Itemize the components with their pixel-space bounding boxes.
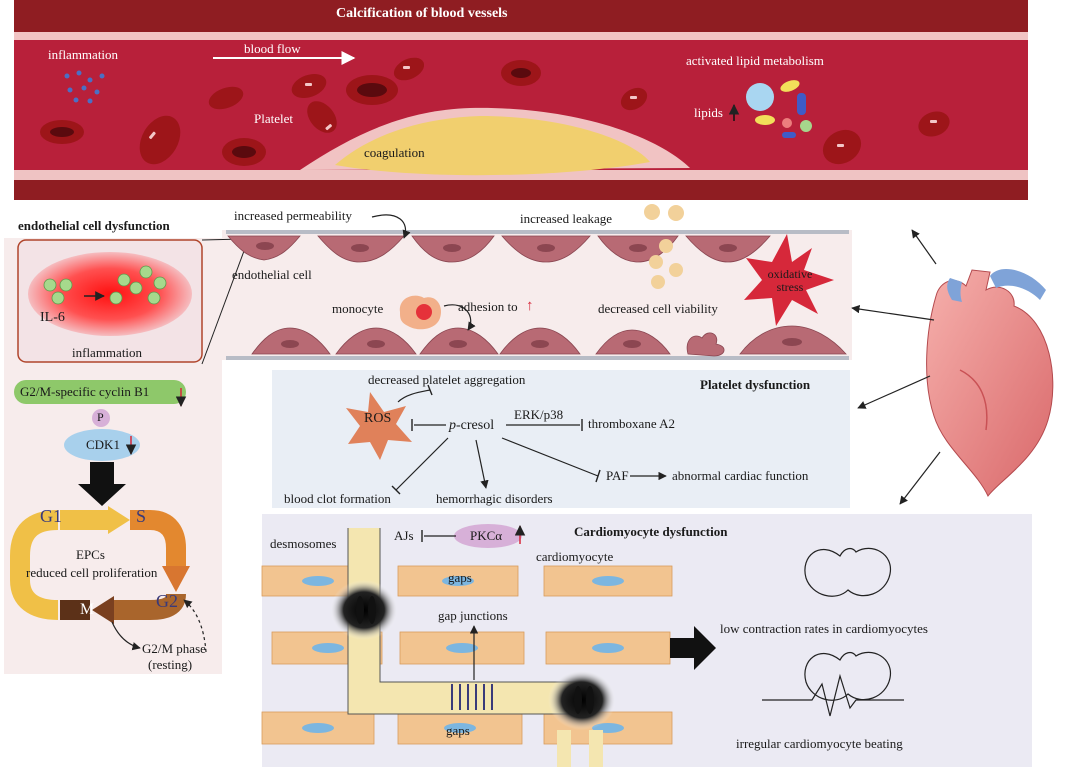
- endothelial-title: endothelial cell dysfunction: [18, 218, 170, 233]
- g2-label: G2: [156, 591, 178, 611]
- pkc-label: PKCα: [470, 528, 503, 543]
- decreased-aggregation-label: decreased platelet aggregation: [368, 372, 526, 387]
- m-label: M: [80, 601, 95, 618]
- adhesion-label: adhesion to: [458, 299, 518, 314]
- coagulation-label: coagulation: [364, 145, 425, 160]
- endothelial-cell-label: endothelial cell: [232, 267, 312, 282]
- vessel-title: Calcification of blood vessels: [336, 6, 508, 21]
- ajs-label: AJs: [394, 528, 414, 543]
- paf-label: PAF: [606, 468, 629, 483]
- cardiomyocyte-label: cardiomyocyte: [536, 549, 614, 564]
- resting-label: (resting): [148, 657, 193, 672]
- platelet-panel: [272, 370, 850, 508]
- decreased-viability-label: decreased cell viability: [598, 301, 718, 316]
- g1-label: G1: [40, 506, 62, 526]
- hemorrhagic-label: hemorrhagic disorders: [436, 491, 553, 506]
- low-contraction-label: low contraction rates in cardiomyocytes: [720, 621, 928, 636]
- g2m-phase-label: G2/M phase: [142, 641, 206, 656]
- cdk1-label: CDK1: [86, 437, 120, 452]
- desmosomes-label: desmosomes: [270, 536, 337, 551]
- gaps-bottom-label: gaps: [446, 723, 470, 738]
- blood-vessel: [14, 0, 1028, 200]
- blood-clot-label: blood clot formation: [284, 491, 391, 506]
- heart-illustration: [851, 229, 1054, 505]
- gap-junctions-label: gap junctions: [438, 608, 508, 623]
- thromboxane-label: thromboxane A2: [588, 416, 676, 431]
- s-label: S: [136, 506, 147, 526]
- epcs-label: EPCs: [76, 547, 105, 562]
- cardiomyocyte-dysfunction-title: Cardiomyocyte dysfunction: [574, 524, 728, 539]
- increased-leakage-label: increased leakage: [520, 211, 613, 226]
- monocyte-label: monocyte: [332, 301, 384, 316]
- blood-flow-label: blood flow: [244, 41, 301, 56]
- lipids-label: lipids: [694, 105, 723, 120]
- endo-inflammation-label: inflammation: [72, 345, 143, 360]
- phospho-label: P: [97, 410, 104, 424]
- abnormal-cardiac-label: abnormal cardiac function: [672, 468, 809, 483]
- inflammation-label: inflammation: [48, 47, 119, 62]
- ros-label: ROS: [364, 411, 392, 426]
- erk-label: ERK/p38: [514, 407, 564, 422]
- adhesion-up-arrow: ↑: [526, 298, 534, 314]
- cardiomyocyte-panel: [261, 514, 1032, 767]
- platelet-label: Platelet: [254, 111, 293, 126]
- oxidative-stress-label: oxidative stress: [767, 267, 813, 295]
- p-cresol-label: p-cresol: [449, 418, 495, 433]
- platelet-dysfunction-title: Platelet dysfunction: [700, 377, 811, 392]
- cell-cycle: [10, 380, 207, 653]
- reduced-proliferation-label: reduced cell proliferation: [26, 565, 158, 580]
- increased-permeability-label: increased permeability: [234, 208, 353, 223]
- gaps-top-label: gaps: [448, 570, 472, 585]
- cyclin-label: G2/M-specific cyclin B1: [20, 384, 150, 399]
- il6-label: IL-6: [40, 310, 65, 325]
- irregular-beating-label: irregular cardiomyocyte beating: [736, 736, 903, 751]
- lipid-metabolism-label: activated lipid metabolism: [686, 53, 824, 68]
